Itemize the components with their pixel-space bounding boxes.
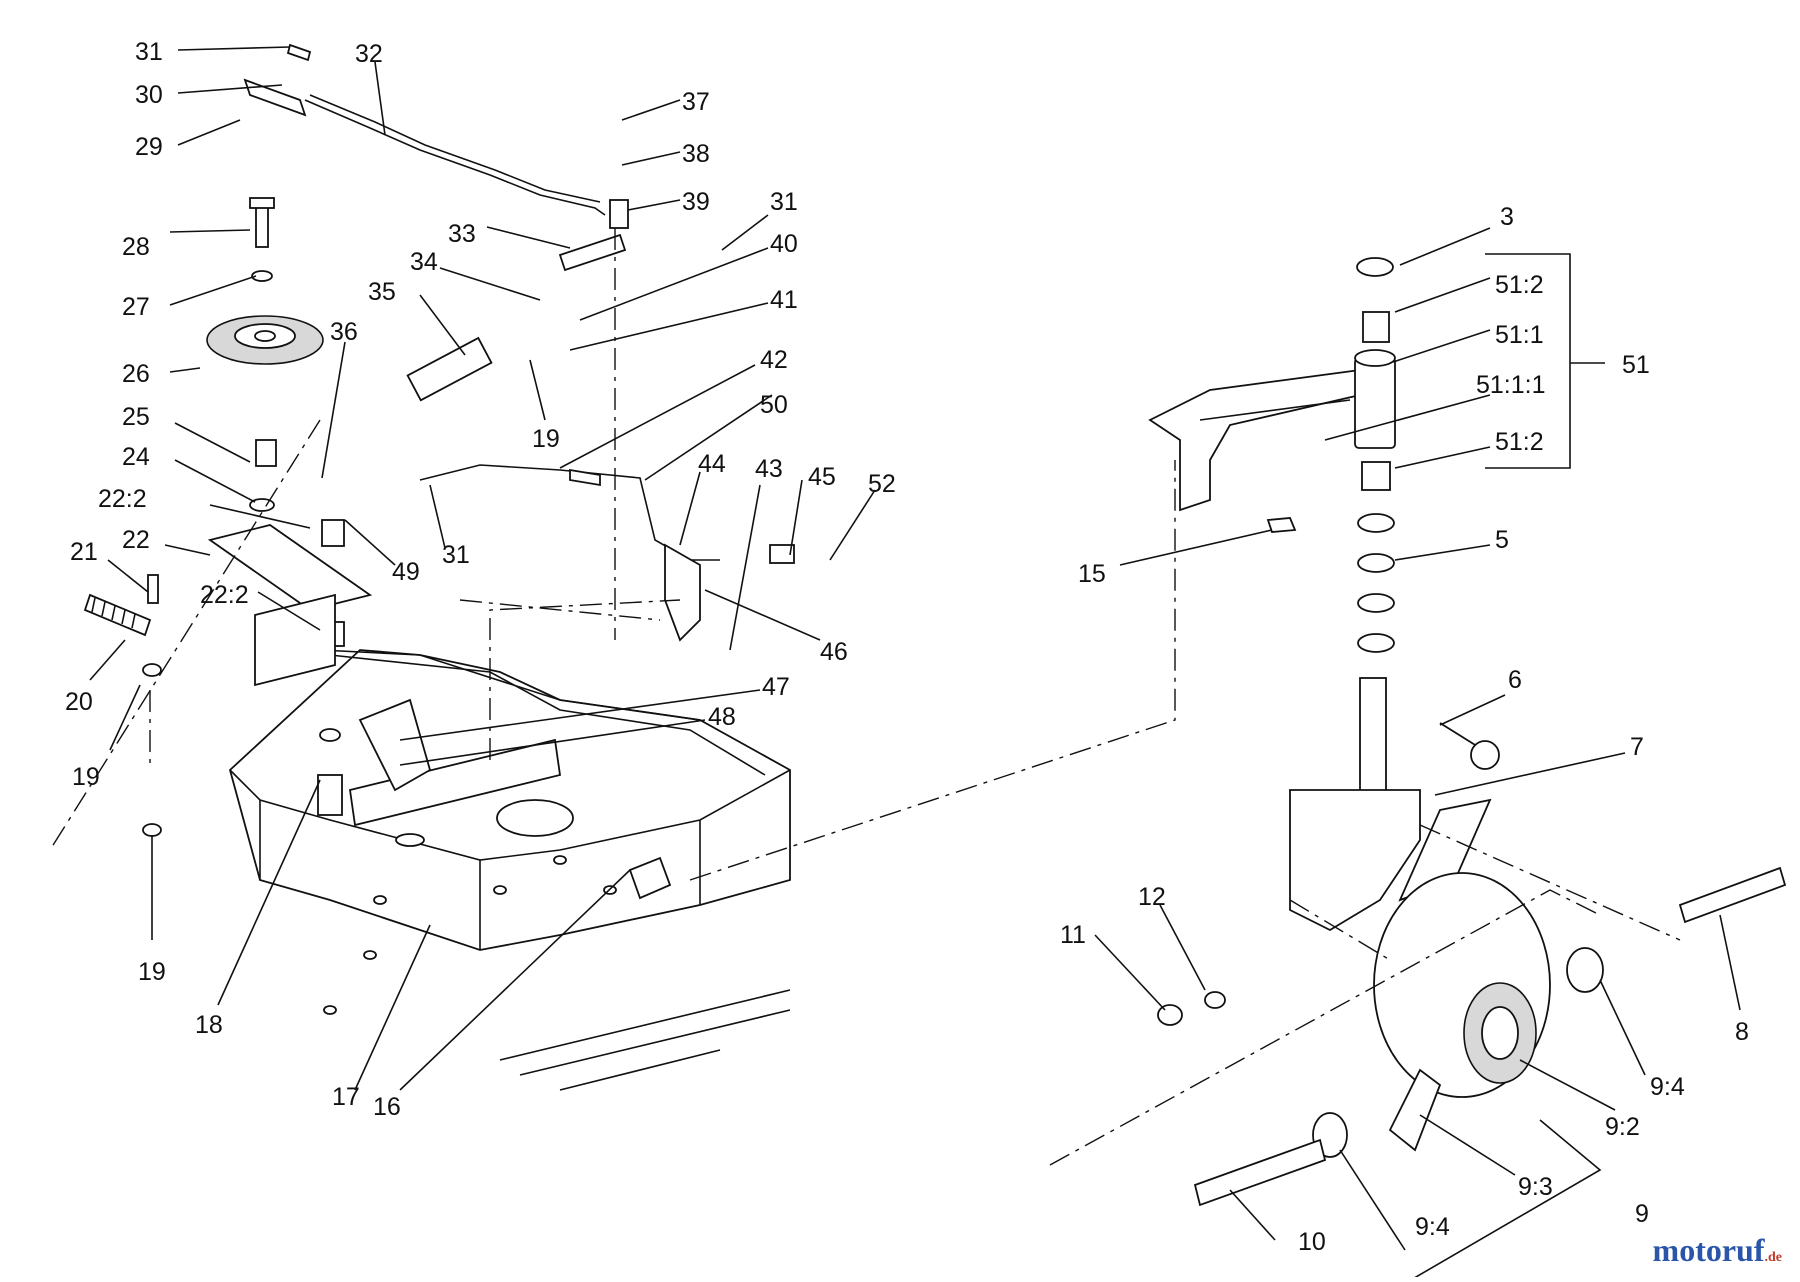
callout-41: 41 — [770, 286, 798, 314]
callout-46: 46 — [820, 638, 848, 666]
callout-29: 29 — [135, 133, 163, 161]
callout-16: 16 — [373, 1093, 401, 1121]
callout-10: 10 — [1298, 1228, 1326, 1256]
callout-39: 39 — [682, 188, 710, 216]
callout-6: 6 — [1508, 666, 1522, 694]
callout-5: 5 — [1495, 526, 1509, 554]
callout-17: 17 — [332, 1083, 360, 1111]
callout-33: 33 — [448, 220, 476, 248]
callout-50: 50 — [760, 391, 788, 419]
mower-deck — [228, 649, 791, 1091]
callout-31b: 31 — [770, 188, 798, 216]
callout-42: 42 — [760, 346, 788, 374]
callout-44: 44 — [698, 450, 726, 478]
callout-9-3: 9:3 — [1518, 1173, 1553, 1201]
callout-9: 9 — [1635, 1200, 1649, 1228]
callout-22-2a: 22:2 — [98, 485, 147, 513]
callout-28: 28 — [122, 233, 150, 261]
watermark-brand: motoruf — [1652, 1232, 1765, 1268]
callout-31c: 31 — [442, 541, 470, 569]
callout-40: 40 — [770, 230, 798, 258]
callout-8: 8 — [1735, 1018, 1749, 1046]
callout-31: 31 — [135, 38, 163, 66]
callout-51-2b: 51:2 — [1495, 428, 1544, 456]
callout-22: 22 — [122, 526, 150, 554]
callout-26: 26 — [122, 360, 150, 388]
callout-36: 36 — [330, 318, 358, 346]
callout-45: 45 — [808, 463, 836, 491]
callout-51-1: 51:1 — [1495, 321, 1544, 349]
spring — [83, 574, 162, 837]
callout-12: 12 — [1138, 883, 1166, 911]
callout-24: 24 — [122, 443, 150, 471]
callout-37: 37 — [682, 88, 710, 116]
callout-49: 49 — [392, 558, 420, 586]
watermark-logo: motoruf.de — [1653, 1232, 1782, 1269]
callout-51-1-1: 51:1:1 — [1476, 371, 1546, 399]
callout-labels: 31 30 29 32 37 38 39 31 33 40 34 41 35 1… — [65, 38, 1749, 1256]
callout-38: 38 — [682, 140, 710, 168]
callout-9-4a: 9:4 — [1650, 1073, 1685, 1101]
callout-27: 27 — [122, 293, 150, 321]
callout-15: 15 — [1078, 560, 1106, 588]
callout-51-2a: 51:2 — [1495, 271, 1544, 299]
callout-3: 3 — [1500, 203, 1514, 231]
callout-34: 34 — [410, 248, 438, 276]
callout-47: 47 — [762, 673, 790, 701]
group-bracket-9 — [1405, 1119, 1602, 1282]
idler-assembly — [206, 197, 373, 816]
callout-30: 30 — [135, 81, 163, 109]
callout-9-2: 9:2 — [1605, 1113, 1640, 1141]
callout-52: 52 — [868, 470, 896, 498]
callout-51: 51 — [1622, 351, 1650, 379]
callout-21: 21 — [70, 538, 98, 566]
reference-lines — [49, 228, 1176, 881]
callout-19a: 19 — [532, 425, 560, 453]
watermark-suffix: .de — [1764, 1250, 1783, 1265]
callout-18: 18 — [195, 1011, 223, 1039]
callout-25: 25 — [122, 403, 150, 431]
leader-lines — [89, 46, 1741, 1251]
callout-11: 11 — [1060, 921, 1086, 949]
caster-assembly — [1049, 257, 1787, 1207]
callout-20: 20 — [65, 688, 93, 716]
callout-19c: 19 — [138, 958, 166, 986]
linkage-rods — [243, 43, 795, 642]
callout-43: 43 — [755, 455, 783, 483]
callout-48: 48 — [708, 703, 736, 731]
callout-22-2b: 22:2 — [200, 581, 249, 609]
callout-19b: 19 — [72, 763, 100, 791]
callout-9-4b: 9:4 — [1415, 1213, 1450, 1241]
callout-7: 7 — [1630, 733, 1644, 761]
group-bracket — [1485, 253, 1605, 469]
callout-32: 32 — [355, 40, 383, 68]
callout-35: 35 — [368, 278, 396, 306]
